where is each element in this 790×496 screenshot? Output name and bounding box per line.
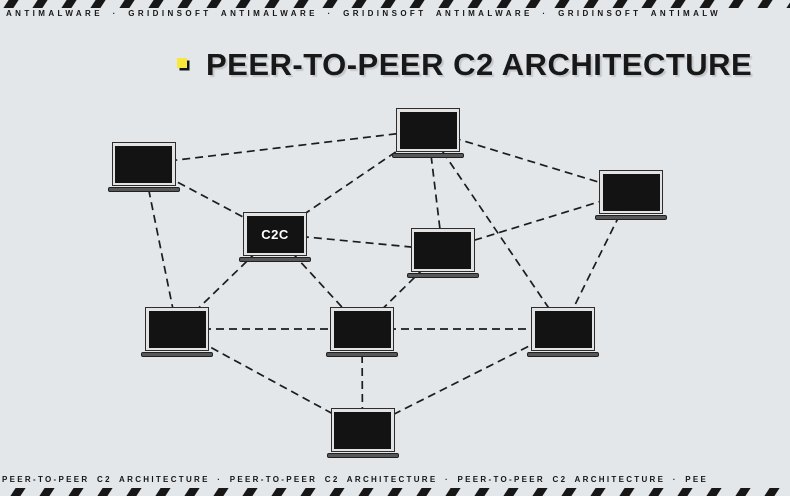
laptop-base xyxy=(527,352,599,357)
laptop-screen-frame xyxy=(599,170,663,214)
title-bullet-square-icon xyxy=(177,58,187,68)
hazard-stripe-icon xyxy=(213,488,229,496)
hazard-stripe-icon xyxy=(590,488,606,496)
hazard-stripe-icon xyxy=(619,488,635,496)
laptop-screen xyxy=(115,145,172,183)
hazard-stripe-icon xyxy=(503,488,519,496)
laptop-node-top-right xyxy=(595,170,667,220)
hazard-stripe-icon xyxy=(39,488,55,496)
hazard-stripe-icon xyxy=(532,488,548,496)
laptop-base xyxy=(141,352,213,357)
laptop-base xyxy=(326,352,398,357)
laptop-screen xyxy=(602,173,660,211)
laptop-screen-frame xyxy=(330,408,395,452)
hazard-stripe-icon xyxy=(68,488,84,496)
laptop-node-mid-center xyxy=(326,307,398,357)
laptop-base xyxy=(107,187,180,192)
p2p-link-top-center-top-right xyxy=(427,129,632,193)
laptop-screen-frame xyxy=(330,307,394,351)
hazard-stripe-icon xyxy=(387,488,403,496)
laptop-screen-frame: C2C xyxy=(243,212,307,256)
hazard-stripe-icon xyxy=(155,488,171,496)
laptop-node-c2c: C2C xyxy=(239,212,311,262)
laptop-screen xyxy=(399,111,457,149)
hazard-stripe-icon xyxy=(97,488,113,496)
top-banner-text: ANTIMALWARE · GRIDINSOFT ANTIMALWARE · G… xyxy=(6,9,722,18)
laptop-screen xyxy=(333,310,391,348)
hazard-stripe-icon xyxy=(416,488,432,496)
bottom-banner-text: PEER-TO-PEER C2 ARCHITECTURE · PEER-TO-P… xyxy=(2,475,709,484)
hazard-stripe-icon xyxy=(300,488,316,496)
laptop-base xyxy=(595,215,667,220)
laptop-base xyxy=(239,257,311,262)
laptop-screen-frame xyxy=(111,142,176,186)
hazard-stripe-icon xyxy=(126,488,142,496)
hazard-stripes-bottom xyxy=(0,488,790,496)
laptop-screen xyxy=(534,310,592,348)
laptop-screen-frame xyxy=(531,307,595,351)
hazard-stripe-icon xyxy=(474,488,490,496)
p2p-link-c2c-mid-left xyxy=(176,233,276,330)
laptop-node-top-left xyxy=(107,142,180,192)
hazard-stripe-icon xyxy=(561,488,577,496)
laptop-screen: C2C xyxy=(246,215,304,253)
laptop-node-center xyxy=(406,228,479,278)
laptop-node-mid-right xyxy=(527,307,599,357)
laptop-screen xyxy=(334,411,391,449)
hazard-stripe-icon xyxy=(10,488,26,496)
laptop-screen-frame xyxy=(396,108,460,152)
c2c-server-label: C2C xyxy=(261,226,289,242)
p2p-link-top-center-mid-right xyxy=(427,129,564,330)
laptop-screen-frame xyxy=(410,228,475,272)
laptop-node-bottom xyxy=(326,408,399,458)
laptop-node-top-center xyxy=(392,108,464,158)
hazard-stripe-icon xyxy=(445,488,461,496)
laptop-screen-frame xyxy=(145,307,209,351)
hazard-stripe-icon xyxy=(358,488,374,496)
hazard-stripe-icon xyxy=(329,488,345,496)
page-title: PEER-TO-PEER C2 ARCHITECTURE xyxy=(206,47,753,82)
laptop-node-mid-left xyxy=(141,307,213,357)
hazard-stripe-icon xyxy=(271,488,287,496)
laptop-screen xyxy=(414,231,471,269)
laptop-screen xyxy=(148,310,206,348)
hazard-stripe-icon xyxy=(735,488,751,496)
hazard-stripe-icon xyxy=(677,488,693,496)
hazard-stripe-icon xyxy=(242,488,258,496)
laptop-base xyxy=(406,273,479,278)
p2p-link-top-left-top-center xyxy=(143,129,429,165)
p2p-link-mid-right-bottom xyxy=(362,328,564,431)
hazard-stripe-icon xyxy=(184,488,200,496)
hazard-stripe-icon xyxy=(706,488,722,496)
hazard-stripe-icon xyxy=(648,488,664,496)
hazard-stripe-icon xyxy=(764,488,780,496)
laptop-base xyxy=(392,153,464,158)
laptop-base xyxy=(326,453,399,458)
